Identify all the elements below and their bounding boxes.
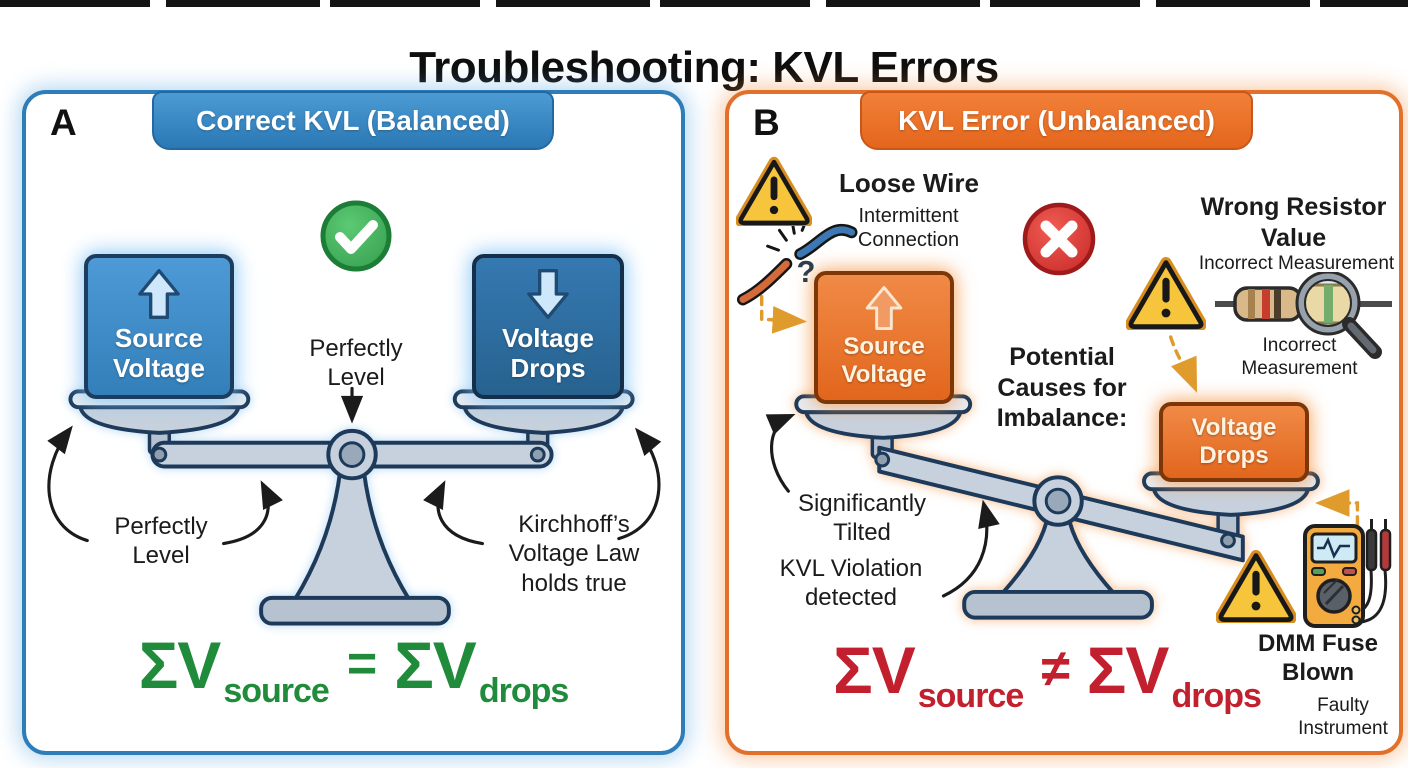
check-circle-icon bbox=[320, 200, 392, 272]
loose-wire-subtitle: Intermittent Connection bbox=[857, 205, 960, 252]
source-voltage-box: Source Voltage bbox=[814, 271, 954, 404]
spark-icon bbox=[766, 218, 808, 252]
arrow-up-icon bbox=[138, 269, 180, 320]
x-circle-icon bbox=[1022, 202, 1096, 276]
voltage-drops-box: Voltage Drops bbox=[472, 254, 624, 399]
arrow-up-icon bbox=[865, 286, 903, 331]
significantly-tilted-note: Significantly Tilted bbox=[797, 490, 927, 547]
panel-correct-kvl: A Correct KVL (Balanced) bbox=[22, 90, 685, 755]
wrong-resistor-title: Wrong Resistor Value bbox=[1200, 193, 1387, 252]
voltage-drops-label: Voltage Drops bbox=[1191, 414, 1277, 469]
eq-rhs-sub: drops bbox=[1171, 677, 1261, 715]
source-voltage-label: Source Voltage bbox=[841, 333, 927, 388]
potential-causes-note: Potential Causes for Imbalance: bbox=[996, 343, 1128, 432]
source-voltage-label: Source Voltage bbox=[113, 323, 205, 383]
wrong-resistor-subtitle: Incorrect Measurement bbox=[1198, 253, 1395, 274]
voltage-drops-label: Voltage Drops bbox=[502, 323, 594, 383]
panel-a-header: Correct KVL (Balanced) bbox=[152, 91, 554, 150]
faulty-instrument-subtitle: Faulty Instrument bbox=[1298, 695, 1388, 740]
eq-lhs-sub: source bbox=[917, 677, 1024, 715]
kvl-holds-note: Kirchhoff’s Voltage Law holds true bbox=[508, 511, 640, 597]
eq-rhs: ΣV bbox=[394, 628, 477, 702]
arrow-down-icon bbox=[527, 269, 569, 320]
source-voltage-box: Source Voltage bbox=[84, 254, 234, 399]
panel-b-header: KVL Error (Unbalanced) bbox=[860, 91, 1253, 150]
loose-wire-title: Loose Wire bbox=[839, 168, 979, 198]
warning-icon bbox=[1216, 550, 1296, 623]
page-title: Troubleshooting: KVL Errors bbox=[409, 43, 999, 93]
warning-icon bbox=[736, 156, 812, 226]
eq-lhs: ΣV bbox=[138, 628, 222, 702]
perfectly-level-left-note: Perfectly Level bbox=[114, 513, 208, 570]
panel-a-letter: A bbox=[50, 102, 77, 143]
multimeter-icon bbox=[1303, 519, 1392, 628]
eq-lhs: ΣV bbox=[833, 633, 916, 707]
voltage-drops-box: Voltage Drops bbox=[1159, 402, 1309, 482]
panel-b-letter: B bbox=[753, 102, 780, 143]
equals-sign: = bbox=[346, 635, 377, 693]
panel-kvl-error: B KVL Error (Unbalanced) bbox=[725, 90, 1403, 755]
top-crop-strip bbox=[0, 0, 1408, 7]
not-equals-sign: ≠ bbox=[1041, 640, 1070, 698]
dmm-fuse-title: DMM Fuse Blown bbox=[1258, 630, 1378, 686]
incorrect-measurement-caption: Incorrect Measurement bbox=[1241, 335, 1358, 380]
question-mark: ? bbox=[796, 254, 816, 289]
eq-rhs-sub: drops bbox=[478, 672, 569, 710]
kvl-violation-note: KVL Violation detected bbox=[779, 555, 923, 612]
eq-lhs-sub: source bbox=[223, 672, 329, 710]
eq-rhs: ΣV bbox=[1086, 633, 1170, 707]
perfectly-level-center-note: Perfectly Level bbox=[309, 335, 403, 392]
